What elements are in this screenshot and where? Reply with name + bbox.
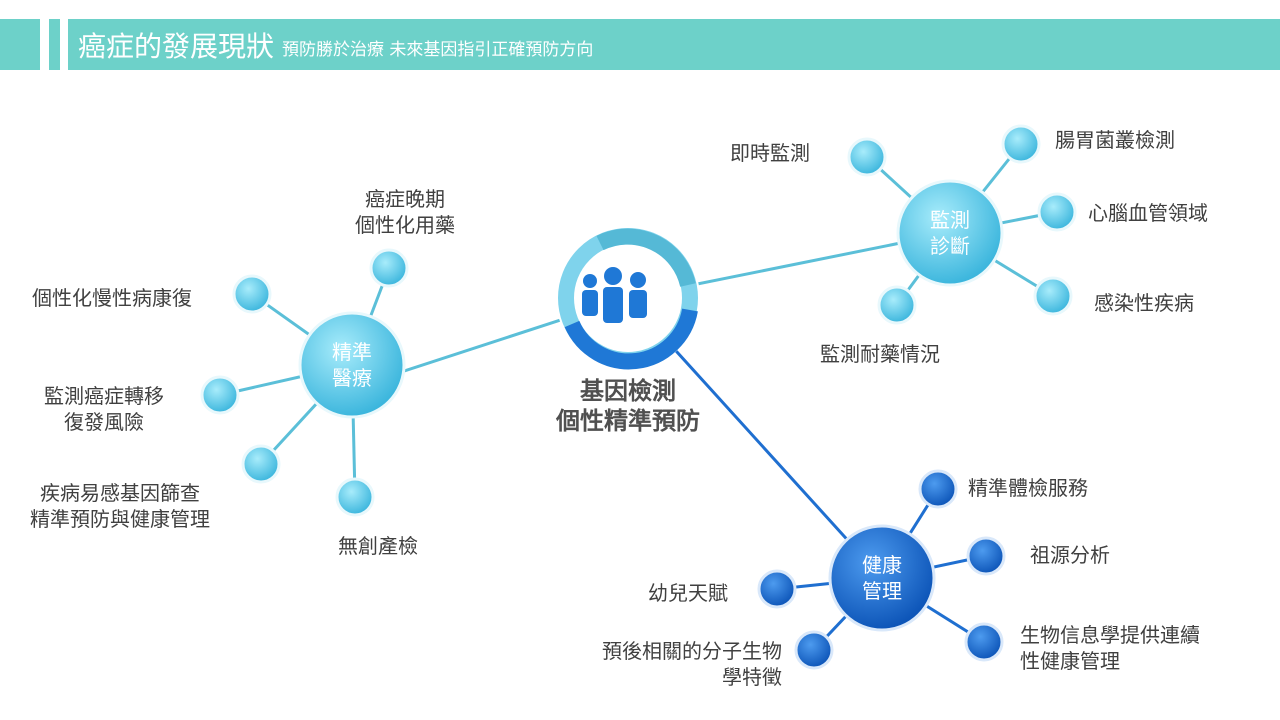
label-cardio-cerebro: 心腦血管領域 — [1088, 201, 1208, 225]
hub-precision-medicine[interactable]: 精準醫療 — [332, 340, 372, 390]
label-susceptibility-screening: 疾病易感基因篩查精準預防與健康管理 — [30, 481, 210, 531]
label-drug-resistance: 監測耐藥情況 — [820, 342, 940, 366]
hub-monitoring-diagnosis[interactable]: 監測診斷 — [930, 208, 970, 258]
dark-nodes — [757, 469, 1006, 670]
label-infectious-disease: 感染性疾病 — [1094, 291, 1194, 315]
header-bar: 癌症的發展現狀 預防勝於治療 未來基因指引正確預防方向 — [68, 19, 1280, 70]
label-child-talent: 幼兒天賦 — [648, 581, 728, 605]
header-accent-block — [0, 19, 40, 70]
people-group-icon — [582, 267, 647, 323]
label-nipt: 無創產檢 — [338, 534, 418, 558]
page-title: 癌症的發展現狀 — [78, 29, 275, 63]
label-prognosis-molecular: 預後相關的分子生物學特徵 — [602, 639, 782, 689]
header-accent-stripe — [49, 19, 60, 70]
center-node — [556, 226, 700, 370]
page-subtitle: 預防勝於治療 未來基因指引正確預防方向 — [282, 40, 594, 60]
hub-health-management[interactable]: 健康管理 — [862, 553, 902, 603]
label-bioinformatics: 生物信息學提供連續性健康管理 — [1020, 623, 1200, 673]
label-chronic-rehab: 個性化慢性病康復 — [32, 286, 192, 310]
label-precision-checkup: 精準體檢服務 — [968, 476, 1088, 500]
center-label: 基因檢測個性精準預防 — [556, 377, 700, 435]
label-late-stage-medication: 癌症晚期個性化用藥 — [355, 187, 455, 237]
label-metastasis-monitoring: 監測癌症轉移復發風險 — [44, 384, 164, 434]
label-realtime-monitoring: 即時監測 — [730, 141, 810, 165]
label-ancestry: 祖源分析 — [1030, 543, 1110, 567]
light-nodes — [200, 124, 1077, 517]
label-gut-flora: 腸胃菌叢檢測 — [1055, 128, 1175, 152]
